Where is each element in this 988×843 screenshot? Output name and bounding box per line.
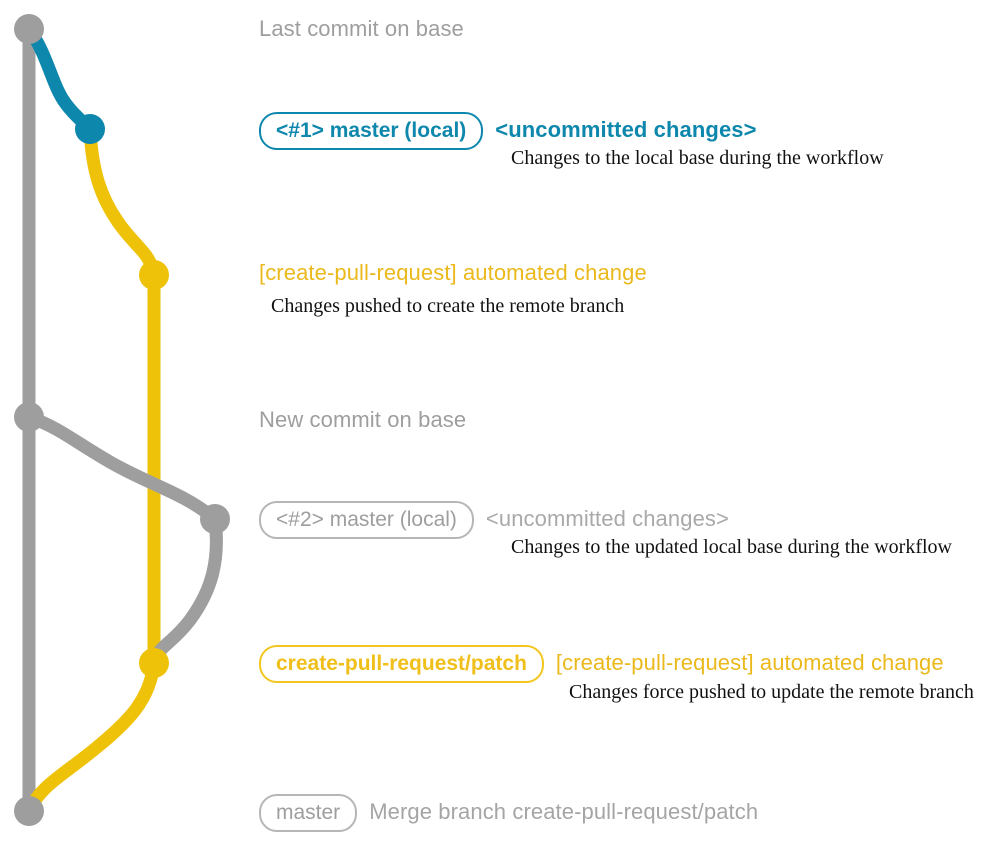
row-local-change-1: <#1> master (local) <uncommitted changes…	[259, 112, 757, 150]
commit-description-automated-change-2: Changes force pushed to update the remot…	[569, 681, 974, 703]
commit-heading-new-commit-on-base: New commit on base	[259, 407, 467, 432]
commit-node-remote-2	[139, 648, 169, 678]
commit-title-merge-branch: Merge branch create-pull-request/patch	[369, 799, 759, 824]
branch-pill-master-local-2[interactable]: <#2> master (local)	[259, 501, 474, 539]
commit-description-local-change-2: Changes to the updated local base during…	[511, 536, 952, 558]
commit-node-base-1	[14, 14, 44, 44]
commit-title-automated-change-2: [create-pull-request] automated change	[555, 650, 944, 675]
commit-title-uncommitted-changes-2: <uncommitted changes>	[485, 506, 729, 531]
row-automated-change-2: create-pull-request/patch [create-pull-r…	[259, 645, 944, 683]
commit-description-local-change-1: Changes to the local base during the wor…	[511, 147, 884, 169]
commit-heading-last-commit-on-base: Last commit on base	[259, 16, 464, 41]
remote-branch-create-line	[83, 122, 161, 282]
merge-back-line	[22, 656, 161, 818]
local-branch-2-line	[22, 410, 222, 526]
commit-node-base-2	[14, 402, 44, 432]
row-last-commit-on-base: Last commit on base	[259, 16, 464, 42]
commit-title-automated-change-1: [create-pull-request] automated change	[259, 260, 647, 285]
commit-node-base-3	[14, 796, 44, 826]
commit-node-local-2	[200, 504, 230, 534]
row-merge-commit: master Merge branch create-pull-request/…	[259, 794, 758, 832]
branch-pill-master[interactable]: master	[259, 794, 358, 832]
row-new-commit-on-base: New commit on base	[259, 407, 466, 433]
local-branch-2-to-remote-line	[147, 512, 223, 670]
branch-pill-create-pull-request-patch[interactable]: create-pull-request/patch	[259, 645, 544, 683]
commit-title-uncommitted-changes-1: <uncommitted changes>	[495, 117, 757, 142]
commit-node-local-1	[75, 114, 105, 144]
commit-description-automated-change-1: Changes pushed to create the remote bran…	[271, 295, 625, 317]
local-branch-1-line	[22, 22, 97, 136]
row-local-change-2: <#2> master (local) <uncommitted changes…	[259, 501, 729, 539]
branch-pill-master-local-1[interactable]: <#1> master (local)	[259, 112, 484, 150]
row-automated-change-1: [create-pull-request] automated change	[259, 260, 647, 286]
commit-node-remote-1	[139, 260, 169, 290]
